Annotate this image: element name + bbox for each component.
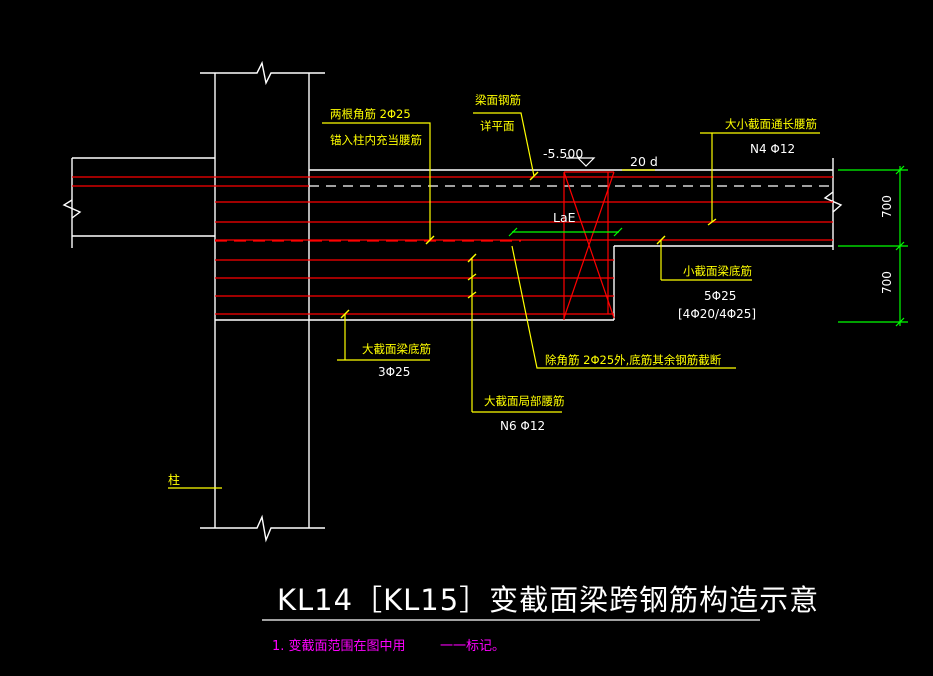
lae-label: LaE [553,210,576,225]
two-corner-bars-label-2: 锚入柱内充当腰筋 [330,133,422,147]
top-bars-label: 梁面钢筋 [475,93,521,107]
note-text: 1. 变截面范围在图中用 [272,638,406,654]
large-local-bars-label: 大截面局部腰筋 [484,394,565,408]
twenty-d-label: 20 d [630,154,658,169]
elevation-label: -5.500 [543,146,583,161]
except-corner-label: 除角筋 2Φ25外,底筋其余钢筋截断 [545,353,722,367]
elevation-triangle-icon [566,157,596,167]
rebars [72,171,833,320]
note-suffix: 一一标记。 [440,639,505,654]
small-bottom-bars-spec: 5Φ25 [704,289,736,303]
large-bottom-bars-spec: 3Φ25 [378,365,410,379]
small-bottom-bars-alt: [4Φ20/4Φ25] [678,307,756,321]
column [200,60,325,543]
top-bars-label-2: 详平面 [480,119,515,133]
web-bars-spec: N4 Φ12 [750,142,795,156]
beam-outline [62,157,843,321]
large-local-bars-spec: N6 Φ12 [500,419,545,433]
leader-lines [168,112,820,489]
dimension-lines [508,165,908,327]
web-bars-label: 大小截面通长腰筋 [725,117,817,131]
two-corner-bars-label: 两根角筋 2Φ25 [330,107,411,121]
large-bottom-bars-label: 大截面梁底筋 [362,342,431,356]
drawing-title: KL14［KL15］变截面梁跨钢筋构造示意 [277,583,819,617]
small-bottom-bars-label: 小截面梁底筋 [683,264,752,278]
dim-upper-label: 700 [880,195,894,218]
leader-ticks [340,171,717,319]
column-label: 柱 [168,472,180,487]
dim-lower-label: 700 [880,271,894,294]
